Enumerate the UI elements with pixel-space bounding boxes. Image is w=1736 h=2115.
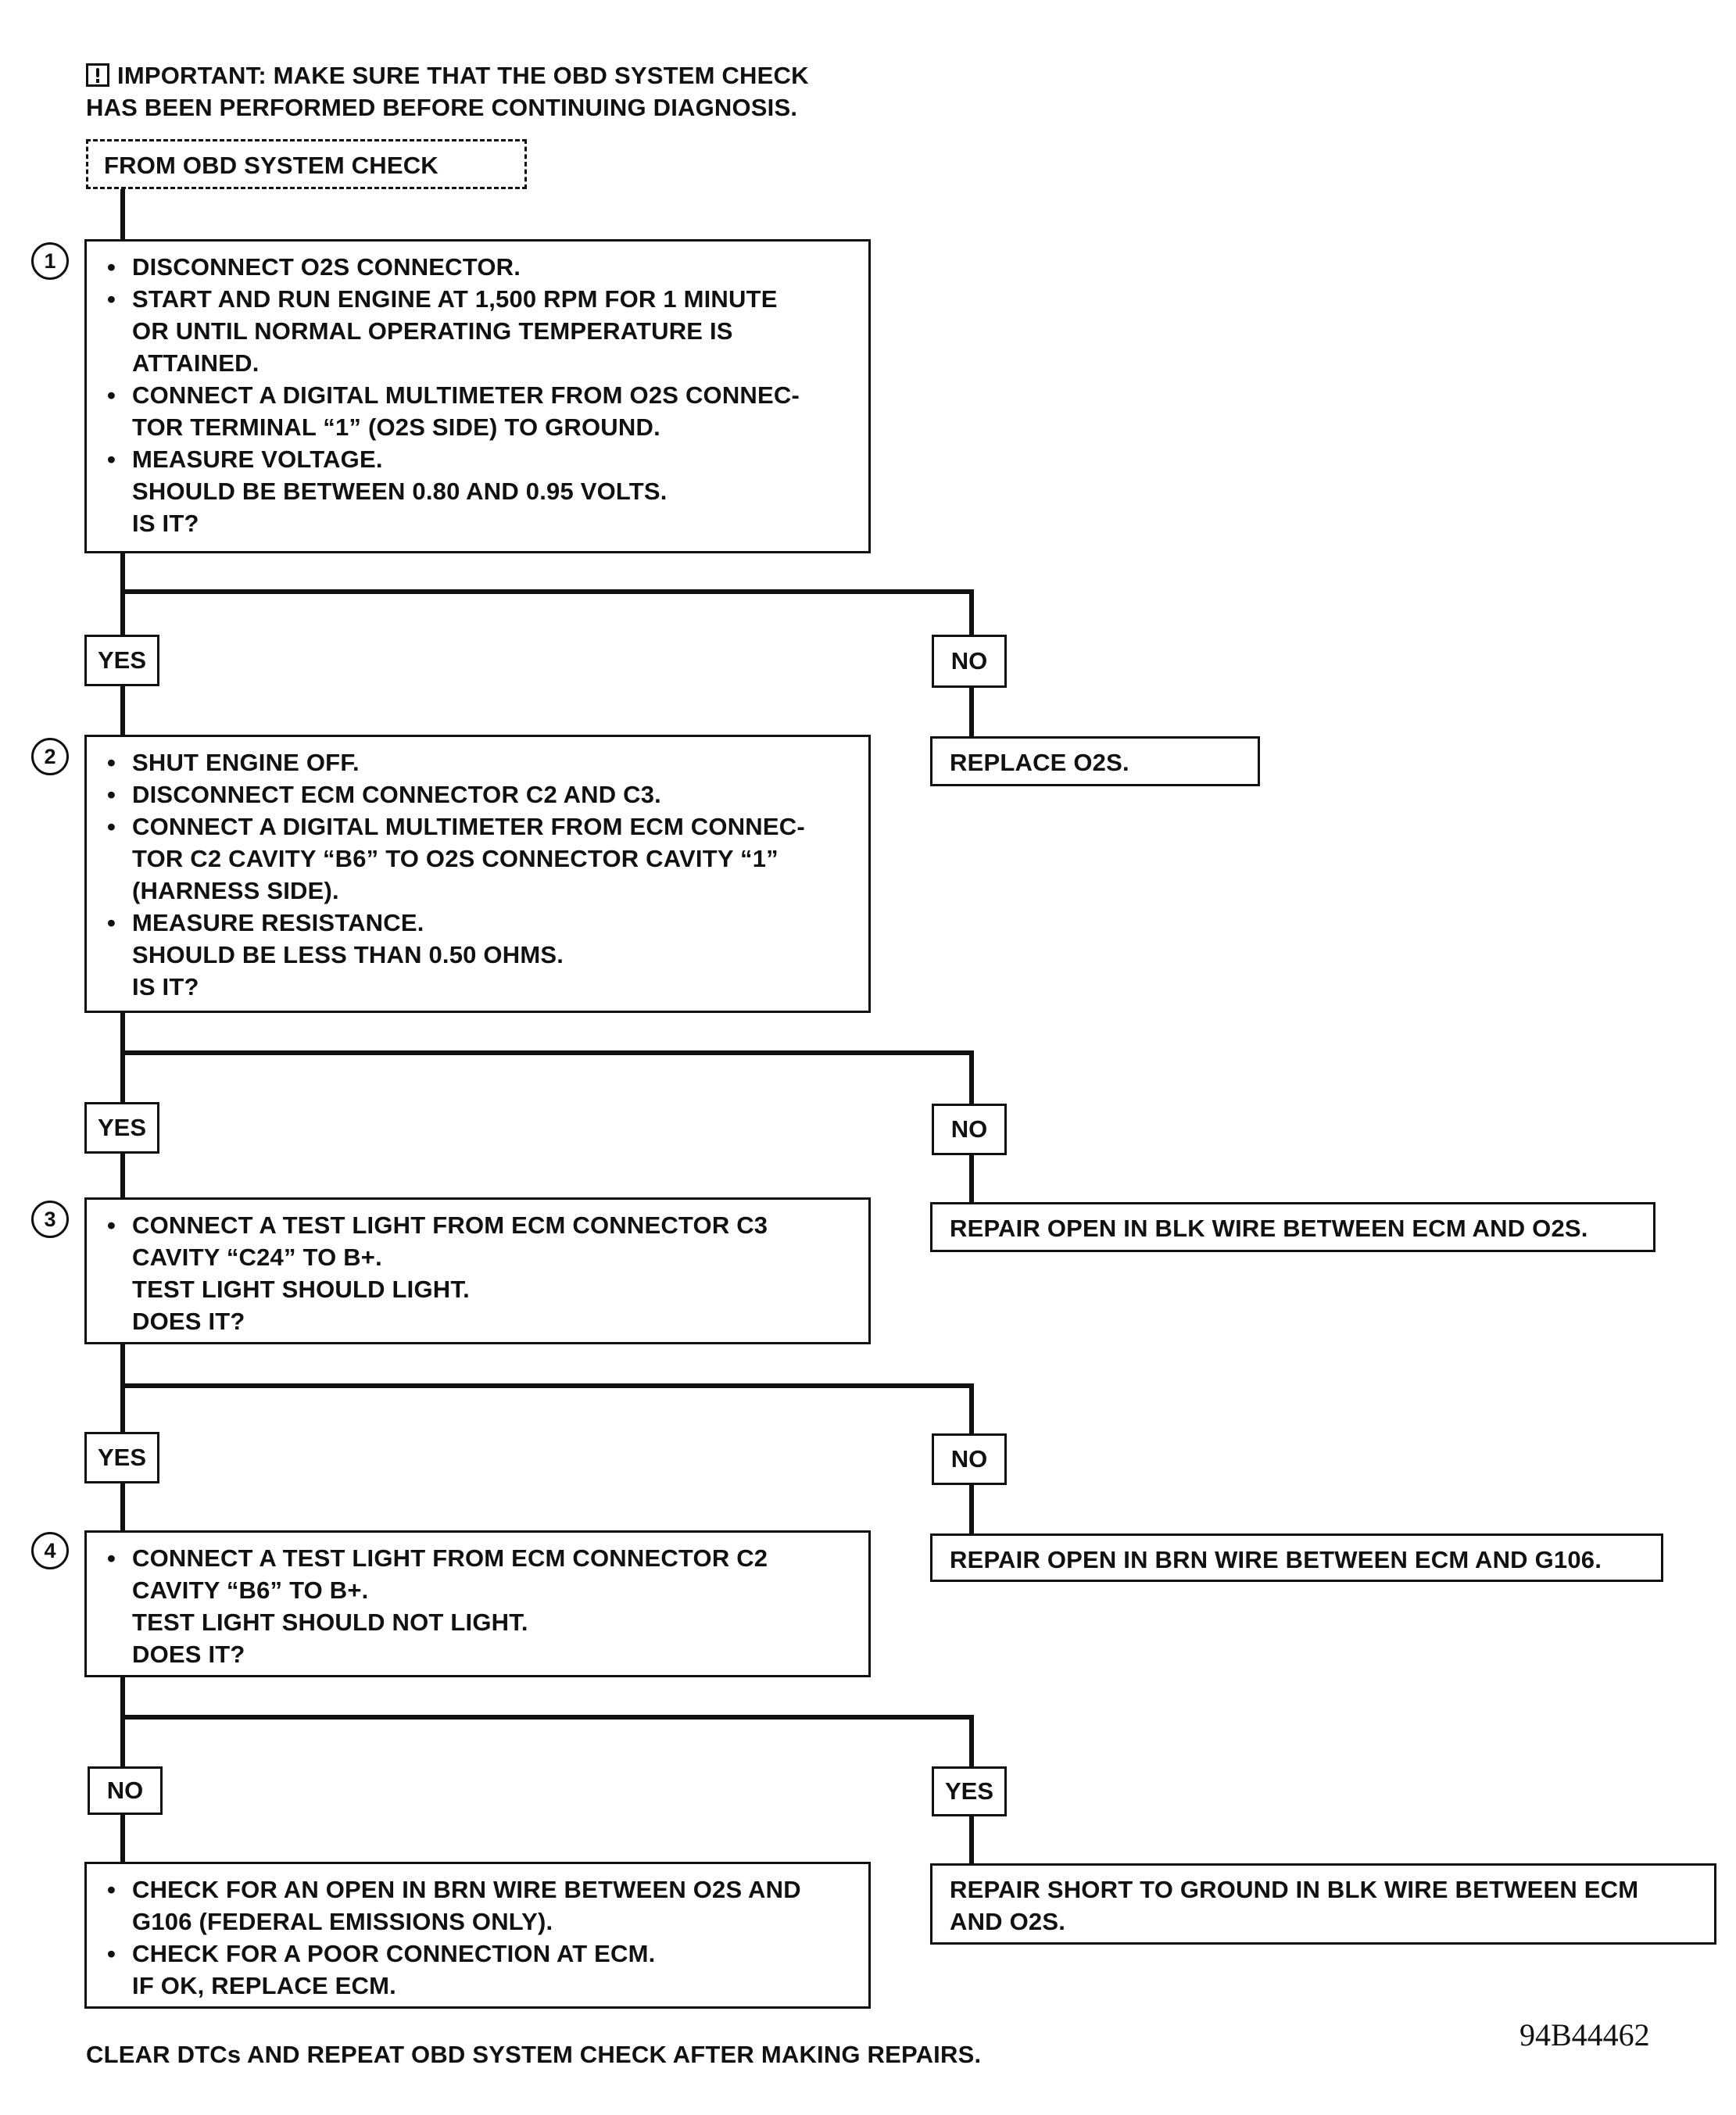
final-check-item: CHECK FOR AN OPEN IN BRN WIRE BETWEEN O2… [101, 1873, 854, 1938]
step-1-item: CONNECT A DIGITAL MULTIMETER FROM O2S CO… [101, 379, 854, 443]
connector [120, 1676, 125, 1766]
connector [969, 1155, 974, 1204]
connector [120, 189, 125, 241]
step-2-item: CONNECT A DIGITAL MULTIMETER FROM ECM CO… [101, 811, 854, 907]
connector [120, 1011, 125, 1102]
connector [120, 1154, 125, 1204]
result-repair-open-blk: REPAIR OPEN IN BLK WIRE BETWEEN ECM AND … [930, 1202, 1655, 1252]
branch-line [120, 589, 974, 594]
branch-1-yes-label: YES [84, 635, 159, 686]
start-label: FROM OBD SYSTEM CHECK [104, 152, 438, 179]
important-note: IMPORTANT: MAKE SURE THAT THE OBD SYSTEM… [86, 59, 1180, 123]
connector [969, 1715, 974, 1766]
branch-line [120, 1383, 974, 1388]
important-line-1: IMPORTANT: MAKE SURE THAT THE OBD SYSTEM… [117, 62, 809, 89]
connector [969, 1383, 974, 1433]
branch-4-no-label: NO [88, 1766, 163, 1815]
connector [969, 589, 974, 635]
branch-3-yes-label: YES [84, 1432, 159, 1483]
step-1-item: MEASURE VOLTAGE. SHOULD BE BETWEEN 0.80 … [101, 443, 854, 539]
step-1-item: START AND RUN ENGINE AT 1,500 RPM FOR 1 … [101, 283, 854, 379]
start-box: FROM OBD SYSTEM CHECK [86, 139, 527, 189]
branch-2-no-label: NO [932, 1104, 1007, 1155]
branch-2-yes-label: YES [84, 1102, 159, 1154]
result-4-line-2: AND O2S. [950, 1908, 1066, 1935]
footer-note: CLEAR DTCs AND REPEAT OBD SYSTEM CHECK A… [86, 2041, 982, 2068]
step-2-item: DISCONNECT ECM CONNECTOR C2 AND C3. [101, 778, 854, 811]
step-1-box: DISCONNECT O2S CONNECTOR. START AND RUN … [84, 239, 871, 553]
connector [120, 686, 125, 736]
branch-4-yes-label: YES [932, 1766, 1007, 1816]
connector [969, 1050, 974, 1104]
step-3-box: CONNECT A TEST LIGHT FROM ECM CONNECTOR … [84, 1197, 871, 1344]
step-2-box: SHUT ENGINE OFF. DISCONNECT ECM CONNECTO… [84, 735, 871, 1013]
step-number-1: 1 [31, 242, 69, 280]
step-2-item: SHUT ENGINE OFF. [101, 746, 854, 778]
connector [969, 1485, 974, 1535]
caution-icon [86, 63, 109, 87]
figure-id: 94B44462 [1519, 2017, 1650, 2052]
step-4-box: CONNECT A TEST LIGHT FROM ECM CONNECTOR … [84, 1530, 871, 1677]
connector [120, 1813, 125, 1865]
step-number-4: 4 [31, 1532, 69, 1569]
connector [969, 1815, 974, 1865]
step-number-3: 3 [31, 1201, 69, 1238]
result-replace-o2s: REPLACE O2S. [930, 736, 1260, 786]
step-number-2: 2 [31, 738, 69, 775]
result-4-line-1: REPAIR SHORT TO GROUND IN BLK WIRE BETWE… [950, 1876, 1639, 1903]
result-repair-open-brn: REPAIR OPEN IN BRN WIRE BETWEEN ECM AND … [930, 1533, 1663, 1582]
branch-line [120, 1715, 974, 1720]
connector [120, 1483, 125, 1535]
final-check-item: CHECK FOR A POOR CONNECTION AT ECM. IF O… [101, 1938, 854, 2002]
step-3-item: CONNECT A TEST LIGHT FROM ECM CONNECTOR … [101, 1209, 854, 1337]
branch-3-no-label: NO [932, 1433, 1007, 1485]
connector [969, 688, 974, 736]
branch-line [120, 1050, 974, 1055]
final-check-box: CHECK FOR AN OPEN IN BRN WIRE BETWEEN O2… [84, 1862, 871, 2009]
step-4-item: CONNECT A TEST LIGHT FROM ECM CONNECTOR … [101, 1542, 854, 1670]
important-line-2: HAS BEEN PERFORMED BEFORE CONTINUING DIA… [86, 94, 798, 121]
result-repair-short: REPAIR SHORT TO GROUND IN BLK WIRE BETWE… [930, 1863, 1716, 1945]
step-1-item: DISCONNECT O2S CONNECTOR. [101, 251, 854, 283]
step-2-item: MEASURE RESISTANCE. SHOULD BE LESS THAN … [101, 907, 854, 1003]
branch-1-no-label: NO [932, 635, 1007, 688]
